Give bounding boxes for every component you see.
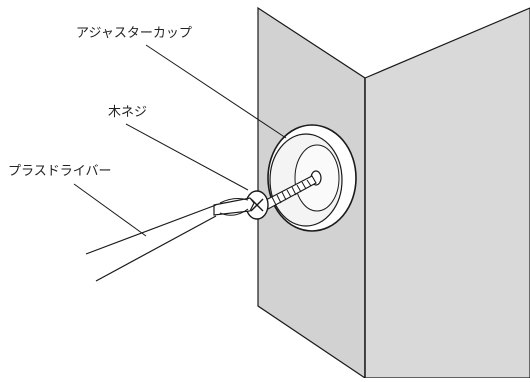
- driver-tip-flute-top: [219, 198, 249, 204]
- label-plus-driver: プラスドライバー: [8, 164, 112, 179]
- driver-shaft-lower: [95, 215, 217, 282]
- leader-wood-screw: [125, 123, 249, 191]
- screw-thread: [271, 179, 312, 206]
- label-wood-screw: 木ネジ: [108, 105, 148, 120]
- driver-tip-flute-bottom: [219, 208, 249, 216]
- plus-driver: [85, 197, 255, 282]
- label-adjuster-cup: アジャスターカップ: [76, 26, 192, 41]
- leader-plus-driver: [73, 183, 147, 237]
- leader-adjuster-cup: [145, 44, 287, 139]
- driver-shaft-upper: [85, 204, 217, 255]
- wall-right-face: [364, 7, 530, 379]
